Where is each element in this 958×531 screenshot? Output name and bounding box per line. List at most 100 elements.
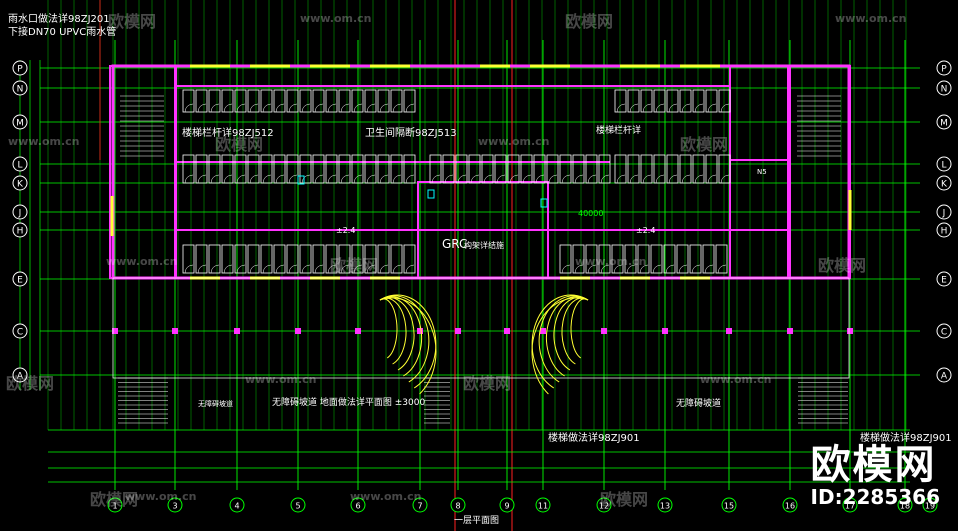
cubicle bbox=[679, 154, 692, 184]
door-swing bbox=[704, 264, 714, 274]
axis-label: 16 bbox=[785, 502, 795, 511]
door-swing bbox=[366, 264, 376, 274]
cubicle bbox=[182, 89, 195, 113]
door-swing bbox=[392, 264, 402, 274]
door-swing bbox=[301, 264, 311, 274]
brand-logo: 欧模网 bbox=[810, 442, 937, 488]
door-swing bbox=[275, 264, 285, 274]
axis-label: N bbox=[17, 85, 24, 95]
axis-bubble bbox=[107, 497, 123, 513]
grc-label: GRC bbox=[442, 237, 467, 251]
cubicle bbox=[666, 89, 679, 113]
door-swing bbox=[379, 103, 389, 113]
cubicle bbox=[312, 154, 325, 184]
ramp-left-label: 无障碍坡道 bbox=[198, 399, 233, 408]
cubicle bbox=[364, 244, 377, 274]
cubicle bbox=[286, 244, 299, 274]
walls bbox=[109, 64, 853, 379]
stairs-note-label: 楼梯做法详98ZJ901 bbox=[548, 431, 640, 444]
axis-bubble bbox=[936, 323, 952, 339]
curved-stair bbox=[379, 295, 430, 383]
axis-label: 5 bbox=[295, 502, 300, 511]
cubicle bbox=[585, 244, 598, 274]
axis-bubble bbox=[12, 367, 28, 383]
cubicle bbox=[640, 89, 653, 113]
cubicle bbox=[627, 89, 640, 113]
door-swing bbox=[262, 264, 272, 274]
cubicle bbox=[325, 244, 338, 274]
stairs-note-right-label: 楼梯做法详98ZJ901 bbox=[860, 431, 952, 444]
door-swing bbox=[535, 174, 545, 184]
door-swing bbox=[561, 264, 571, 274]
cubicle bbox=[598, 154, 611, 184]
cubicle bbox=[273, 154, 286, 184]
door-swing bbox=[314, 103, 324, 113]
axis-label: 15 bbox=[724, 502, 734, 511]
axis-label: L bbox=[941, 161, 946, 171]
door-swing bbox=[210, 264, 220, 274]
door-swing bbox=[262, 103, 272, 113]
column bbox=[234, 328, 240, 334]
fixture bbox=[297, 175, 305, 185]
cubicle bbox=[403, 154, 416, 184]
terrace-outline bbox=[112, 277, 850, 379]
axis-label: J bbox=[942, 209, 946, 219]
door-swing bbox=[600, 174, 610, 184]
axis-bubble bbox=[12, 114, 28, 130]
column bbox=[112, 328, 118, 334]
door-swing bbox=[509, 174, 519, 184]
cubicle bbox=[221, 89, 234, 113]
door-swing bbox=[691, 264, 701, 274]
cubicle bbox=[442, 154, 455, 184]
axis-bubble bbox=[499, 497, 515, 513]
door-swing bbox=[616, 174, 626, 184]
axis-label: 7 bbox=[417, 502, 422, 511]
door-swing bbox=[236, 264, 246, 274]
door-swing bbox=[288, 174, 298, 184]
rail-left-label: 楼梯栏杆详98ZJ512 bbox=[182, 126, 274, 139]
rail-mid-label: 卫生间隔断98ZJ513 bbox=[365, 126, 457, 139]
cubicle bbox=[182, 154, 195, 184]
axis-label: A bbox=[941, 372, 948, 382]
cubicle bbox=[377, 89, 390, 113]
axis-label: 8 bbox=[455, 502, 460, 511]
dim-40000-label: 40000 bbox=[578, 209, 603, 218]
axis-bubble bbox=[12, 60, 28, 76]
rooms bbox=[182, 89, 731, 274]
column bbox=[540, 328, 546, 334]
axis-label: 19 bbox=[925, 502, 935, 511]
elevation-a-label: ±2.4 bbox=[336, 226, 355, 235]
door-swing bbox=[587, 174, 597, 184]
door-swing bbox=[629, 174, 639, 184]
cubicle bbox=[273, 89, 286, 113]
cubicle bbox=[507, 154, 520, 184]
cubicle bbox=[312, 244, 325, 274]
curved-stair bbox=[531, 297, 589, 395]
axis-bubble bbox=[936, 204, 952, 220]
door-swing bbox=[483, 174, 493, 184]
door-swing bbox=[694, 174, 704, 184]
cubicle bbox=[627, 154, 640, 184]
cubicle bbox=[208, 154, 221, 184]
elevation-b-label: ±2.4 bbox=[636, 226, 655, 235]
cubicle bbox=[234, 244, 247, 274]
cubicle bbox=[390, 89, 403, 113]
axis-label: L bbox=[17, 161, 22, 171]
door-swing bbox=[249, 103, 259, 113]
door-swing bbox=[405, 103, 415, 113]
door-swing bbox=[275, 174, 285, 184]
axis-label: K bbox=[17, 180, 24, 190]
axis-bubble bbox=[936, 271, 952, 287]
cubicle bbox=[653, 89, 666, 113]
stairs bbox=[118, 95, 848, 424]
axis-bubble bbox=[229, 497, 245, 513]
cubicle bbox=[325, 154, 338, 184]
door-swing bbox=[379, 264, 389, 274]
door-swing bbox=[616, 103, 626, 113]
cubicle bbox=[494, 154, 507, 184]
door-swing bbox=[197, 174, 207, 184]
cubicle bbox=[299, 89, 312, 113]
axis-label: 12 bbox=[599, 502, 609, 511]
